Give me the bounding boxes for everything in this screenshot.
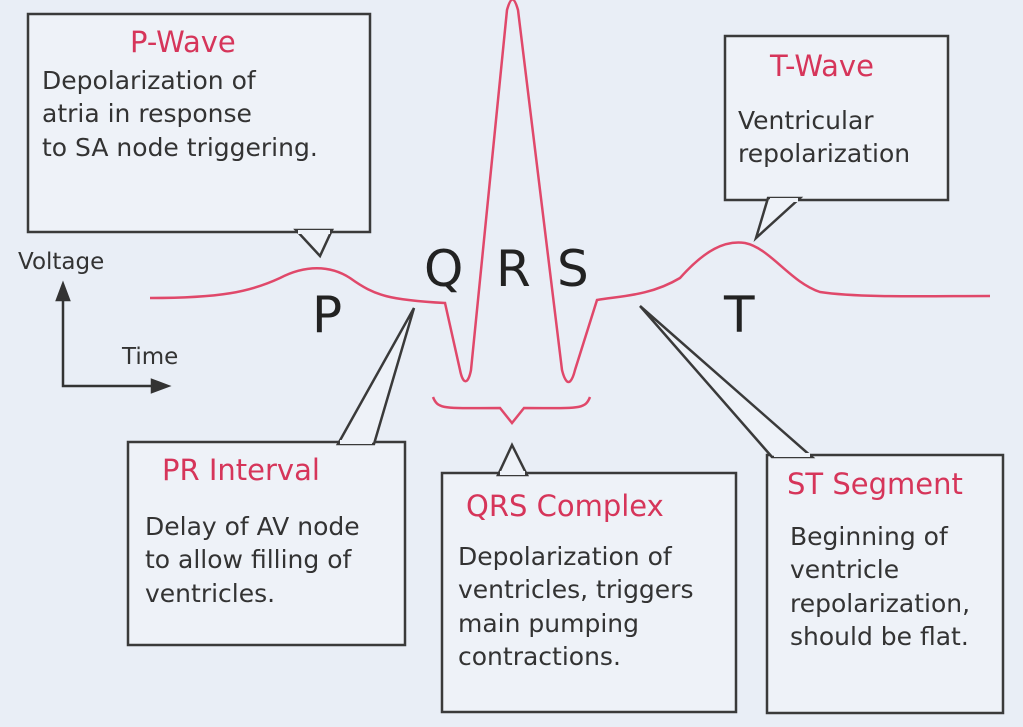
st-segment-body: Beginning of ventricle repolarization, s… — [790, 522, 971, 651]
st-segment-callout-box — [639, 305, 1005, 715]
qrs-complex-body: Depolarization of ventricles, triggers m… — [458, 542, 694, 671]
pr-interval-callout-box — [126, 307, 416, 647]
qrs-complex-callout-box — [440, 442, 738, 714]
s-label: S — [557, 240, 589, 298]
t-wave-callout-box — [723, 34, 950, 242]
x-arrow-icon — [150, 378, 172, 394]
p-label: P — [312, 286, 343, 344]
y-arrow-icon — [55, 280, 71, 302]
pr-interval-body: Delay of AV node to allow filling of ven… — [145, 512, 360, 608]
r-label: R — [496, 240, 531, 298]
qrs-complex-title: QRS Complex — [466, 489, 664, 523]
y-axis-label: Voltage — [18, 249, 105, 275]
pr-interval-title: PR Interval — [162, 453, 320, 487]
ecg-trace — [149, 0, 991, 384]
q-label: Q — [424, 240, 464, 298]
p-wave-title: P-Wave — [130, 25, 236, 59]
qrs-brace — [431, 396, 592, 426]
t-wave-title: T-Wave — [770, 49, 874, 83]
st-segment-title: ST Segment — [787, 467, 963, 501]
t-label: T — [724, 286, 755, 344]
p-wave-body: Depolarization of atria in response to S… — [42, 66, 318, 162]
axis-arrows — [55, 280, 172, 394]
p-wave-callout-box — [26, 12, 372, 259]
x-axis-label: Time — [122, 344, 179, 370]
t-wave-body: Ventricular repolarization — [738, 106, 911, 169]
